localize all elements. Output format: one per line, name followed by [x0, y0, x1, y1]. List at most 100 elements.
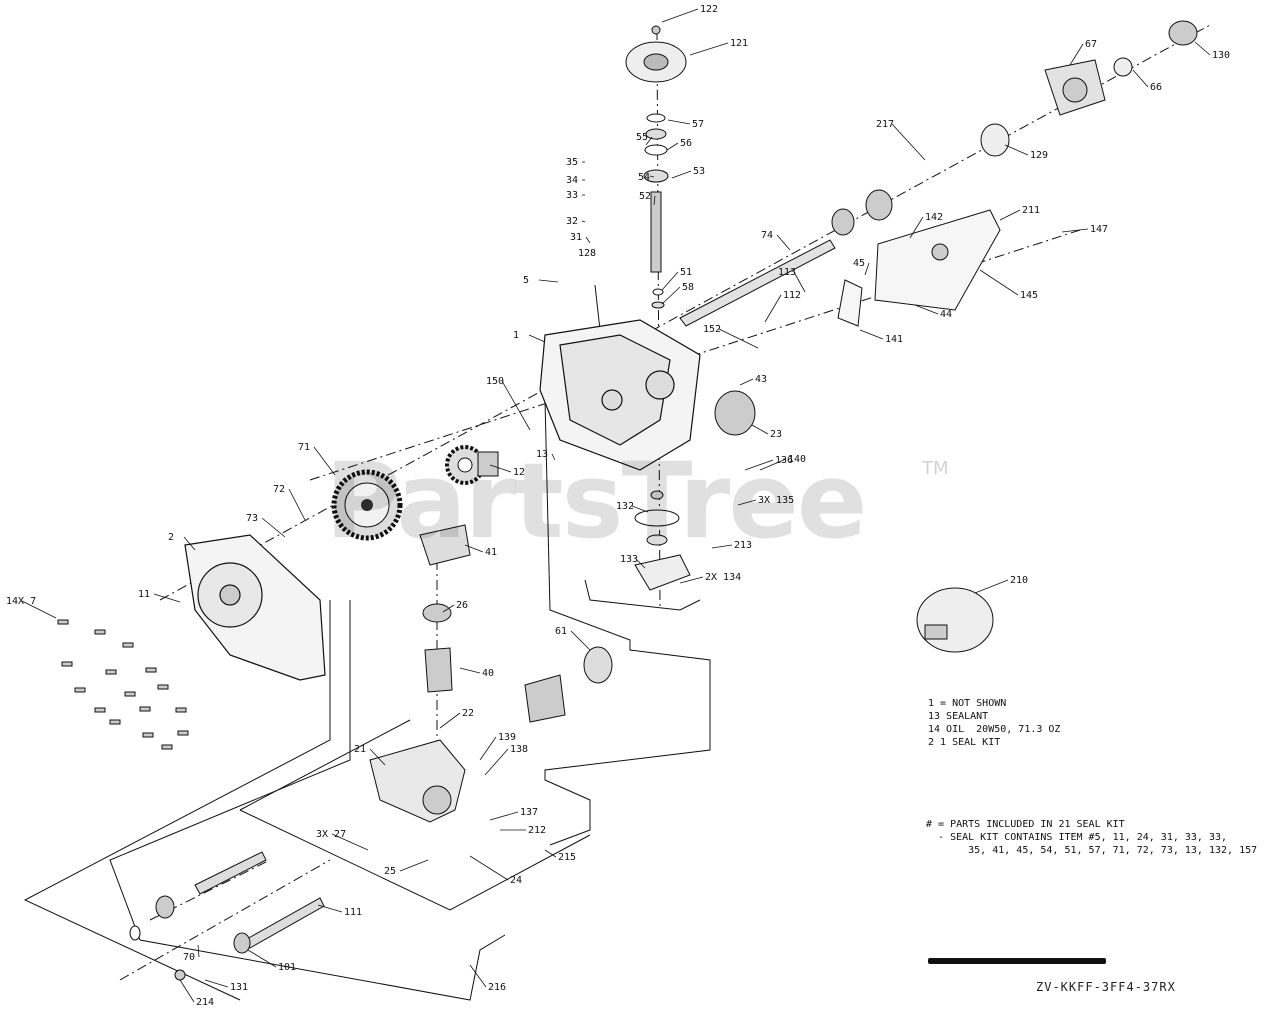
- leader-line: [737, 499, 757, 506]
- callout-label-35: 35: [566, 157, 578, 168]
- callout-label-54: 54: [638, 172, 650, 183]
- callout-label-217: 217: [876, 119, 894, 130]
- callout-label-33: 33: [566, 190, 578, 201]
- main-housing: [539, 319, 701, 471]
- callout-label-12: 12: [513, 467, 525, 478]
- callout-label-150: 150: [486, 376, 504, 387]
- kit-note-line: - SEAL KIT CONTAINS ITEM #5, 11, 24, 31,…: [926, 832, 1228, 843]
- leader-line: [538, 279, 559, 283]
- callout-label-74: 74: [761, 230, 773, 241]
- callout-label-131: 131: [230, 982, 248, 993]
- leader-line: [751, 424, 769, 435]
- leader-line: [288, 488, 306, 521]
- callout-label-147: 147: [1090, 224, 1108, 235]
- leader-line: [718, 328, 759, 349]
- callout-label-41: 41: [485, 547, 497, 558]
- callout-label-27: 3X 27: [316, 829, 346, 840]
- connector-lines: [23, 284, 711, 1001]
- callout-label-23: 23: [770, 429, 782, 440]
- leader-line: [204, 979, 229, 988]
- callout-label-71: 71: [298, 442, 310, 453]
- leader-line: [261, 517, 286, 538]
- leader-line: [711, 544, 733, 549]
- callout-label-26: 26: [456, 600, 468, 611]
- leader-line: [776, 234, 791, 251]
- callout-label-66: 66: [1150, 82, 1162, 93]
- callout-label-140: 140: [788, 454, 806, 465]
- leader-line: [793, 271, 806, 293]
- callout-label-56: 56: [680, 138, 692, 149]
- callout-label-113: 113: [778, 267, 796, 278]
- callout-label-25: 25: [384, 866, 396, 877]
- leader-line: [439, 712, 461, 729]
- lower-stack: [634, 490, 691, 591]
- leader-line: [544, 849, 557, 858]
- leader-line: [459, 667, 481, 674]
- leader-line: [313, 446, 336, 476]
- redacted-mark: [928, 958, 1106, 964]
- model-code: ZV-KKFF-3FF4-37RX: [1036, 980, 1176, 994]
- leader-line: [501, 380, 531, 431]
- leader-line: [247, 949, 277, 968]
- leader-line: [399, 859, 429, 872]
- small-gear: [445, 445, 499, 485]
- callout-label-145: 145: [1020, 290, 1038, 301]
- legend-notes: 1 = NOT SHOWN 13 SEALANT 14 OIL 20W50, 71.…: [928, 697, 1060, 749]
- callout-label-51: 51: [680, 267, 692, 278]
- callout-label-122: 122: [700, 4, 718, 15]
- callout-label-21: 21: [354, 744, 366, 755]
- leader-line: [653, 195, 656, 206]
- leader-line: [153, 593, 181, 603]
- leader-line: [331, 833, 369, 851]
- leader-line: [489, 811, 519, 821]
- callout-label-111: 111: [344, 907, 362, 918]
- callout-label-211: 211: [1022, 205, 1040, 216]
- callout-label-213: 213: [734, 540, 752, 551]
- callout-label-61: 61: [555, 626, 567, 637]
- callout-label-138: 138: [510, 744, 528, 755]
- leader-line: [442, 604, 455, 613]
- kit-note-line: # = PARTS INCLUDED IN 21 SEAL KIT: [926, 819, 1125, 830]
- leader-line: [645, 136, 653, 146]
- leader-line: [585, 236, 591, 244]
- leader-line: [739, 378, 754, 386]
- callout-label-133: 133: [620, 554, 638, 565]
- leader-line: [197, 944, 200, 958]
- callout-label-134: 2X 134: [705, 572, 741, 583]
- callout-label-58: 58: [682, 282, 694, 293]
- legend-line: 1 = NOT SHOWN: [928, 698, 1007, 709]
- callout-label-121: 121: [730, 38, 748, 49]
- callout-label-57: 57: [692, 119, 704, 130]
- legend-line: 13 SEALANT: [928, 711, 989, 722]
- bolts: [57, 619, 189, 750]
- leader-line: [551, 453, 556, 461]
- right-axle: [679, 20, 1198, 436]
- callout-label-73: 73: [246, 513, 258, 524]
- leader-line: [666, 142, 679, 151]
- callout-label-70: 70: [183, 952, 195, 963]
- callout-label-132: 132: [616, 501, 634, 512]
- leader-line: [479, 736, 497, 761]
- callout-label-72: 72: [273, 484, 285, 495]
- callout-label-130: 130: [1212, 50, 1230, 61]
- callout-label-24: 24: [510, 875, 522, 886]
- leader-line: [369, 748, 386, 766]
- leader-line: [649, 175, 655, 178]
- leader-line: [464, 544, 484, 553]
- leader-line: [1004, 144, 1029, 156]
- callout-label-1: 1: [513, 330, 519, 341]
- leader-line: [667, 119, 691, 125]
- legend-line: 14 OIL 20W50, 71.3 OZ: [928, 724, 1061, 735]
- leader-line: [21, 600, 57, 619]
- leader-line: [635, 558, 646, 569]
- large-gear: [331, 469, 403, 541]
- legend-line: 2 1 SEAL KIT: [928, 737, 1001, 748]
- callout-label-44: 44: [940, 309, 952, 320]
- callout-label-55: 55: [636, 132, 648, 143]
- leader-line: [317, 904, 343, 913]
- leader-line: [759, 458, 787, 471]
- leader-line: [1132, 69, 1149, 88]
- callout-label-45: 45: [853, 258, 865, 269]
- callout-label-11: 11: [138, 589, 150, 600]
